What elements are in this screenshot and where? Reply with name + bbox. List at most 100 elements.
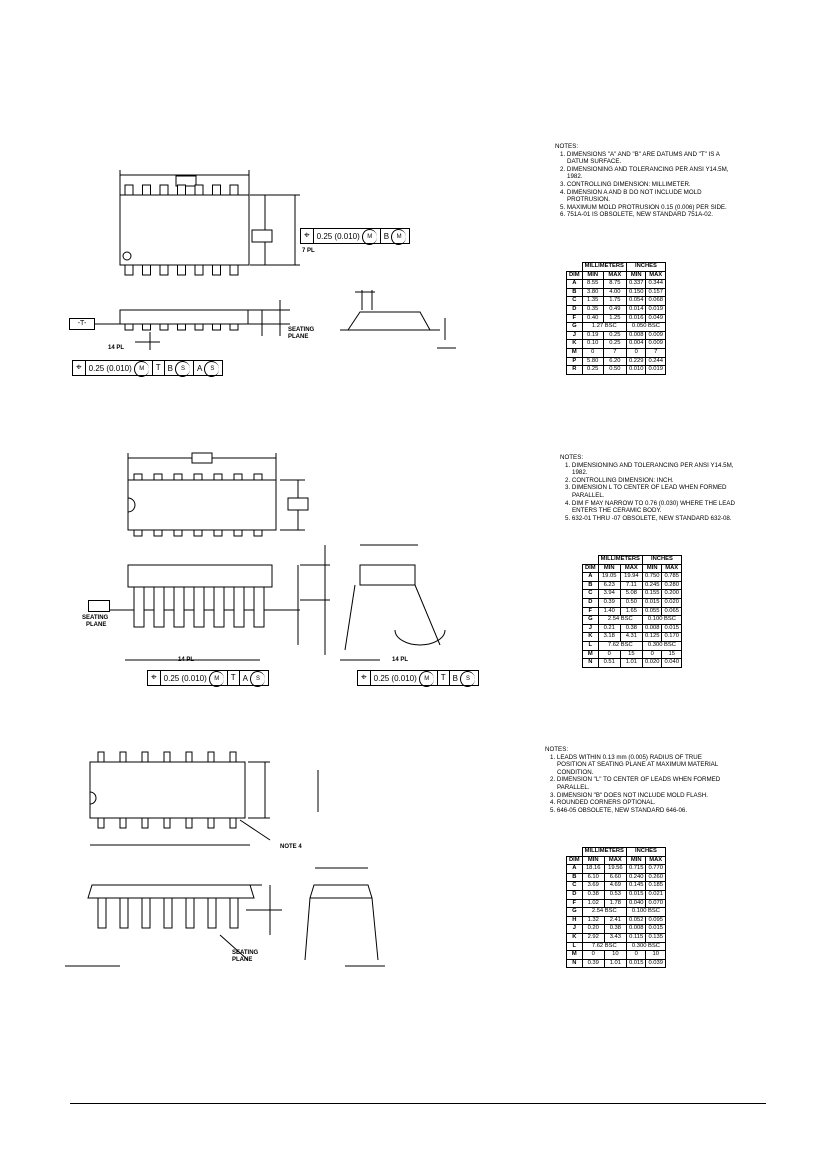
value-cell: 0.770 [645,864,666,874]
dim-cell: B [582,580,599,591]
plane-label: PLANE [86,622,107,628]
value-cell: 0 [625,347,647,358]
tol-value: 0.25 (0.010) [88,364,132,374]
note-item: 2. DIMENSIONING AND TOLERANCING PER ANSI… [560,165,729,181]
value-cell: 0.157 [645,287,666,298]
lead [212,264,221,276]
value-cell: 0.715 [625,864,647,874]
value-cell: 0.200 [661,589,682,599]
lead [173,473,183,481]
tol-modifier: S [250,671,266,687]
tol-modifier: M [418,671,434,687]
dim-cell: L [582,640,599,651]
value-cell: 0.49 [602,304,627,315]
datum-t: -T- [69,318,95,330]
tol-datum: T [438,671,450,685]
notes-section2: NOTES: 1. DIMENSIONING AND TOLERANCING P… [560,454,740,522]
value-cell: 0.150 [625,287,647,298]
value-cell: 0.100 BSC [625,907,666,917]
value-cell: 0.014 [625,304,647,315]
footer-rule [70,1103,766,1104]
column-header: MIN [641,563,663,574]
value-cell: 0.040 [625,898,647,909]
value-cell: 6.23 [597,580,621,591]
value-cell: 0.019 [645,304,666,315]
dim-cell: D [582,597,599,608]
value-cell: 0.145 [625,881,647,891]
tol-modifier: S [460,671,476,687]
lead [142,264,151,276]
lead [193,473,203,481]
value-cell: 2.54 BSC [581,907,627,917]
value-cell: 0.53 [603,889,627,900]
value-cell: 18.16 [581,864,605,874]
lead [253,473,263,481]
value-cell: 0.38 [581,889,605,900]
column-header: MIN [625,270,647,281]
value-cell: 1.75 [602,296,627,306]
lead [153,473,163,481]
value-cell: 1.32 [581,915,605,926]
dim-cell: A [566,279,583,289]
lead [159,184,169,196]
value-cell: 0.25 [581,365,604,375]
value-cell: 0.785 [661,572,682,582]
dim-cell: J [566,924,583,934]
lead [229,264,239,276]
value-cell: 0.229 [625,356,647,367]
value-cell: 0.38 [619,623,643,634]
lead [213,586,225,628]
value-cell: 8.75 [602,279,627,289]
lead [97,751,105,763]
lead [233,473,243,481]
note-item: 1. DIMENSIONS "A" AND "B" ARE DATUMS AND… [560,150,720,166]
value-cell: 7.11 [619,580,643,591]
value-cell: 0.260 [645,872,666,883]
value-cell: 0.016 [625,313,647,324]
value-cell: 1.27 BSC [581,322,627,332]
tol-value: 0.25 (0.010) [163,674,207,684]
value-cell: 0 [581,950,605,960]
dim-cell: G [582,615,599,625]
value-cell: 0.054 [625,296,647,306]
notes-title: NOTES: [560,454,584,461]
column-header: DIM [566,855,583,866]
column-header: MAX [603,855,627,866]
value-cell: 0.35 [581,304,604,315]
note-item: 4. DIM F MAY NARROW TO 0.76 (0.030) WHER… [565,499,735,515]
lead [133,586,145,628]
value-cell: 7.62 BSC [597,640,643,651]
value-cell: 0.20 [581,924,605,934]
note4-label: NOTE 4 [280,844,302,850]
value-cell: 10 [603,950,627,960]
value-cell: 0.750 [641,572,663,582]
seating-label: SEATING [288,327,315,333]
value-cell: 0.008 [641,623,663,634]
value-cell: 1.65 [619,606,643,617]
dim-cell: R [566,365,583,375]
plane-label: PLANE [288,334,309,340]
value-cell: 0.010 [625,365,647,375]
note-item: 5. 632-01 THRU -07 OBSOLETE, NEW STANDAR… [565,514,732,522]
seating-label: SEATING [82,615,109,621]
note-item: 5. 646-05 OBSOLETE, NEW STANDARD 646-06. [550,806,688,814]
value-cell: 6.10 [581,872,605,883]
value-cell: 0.50 [619,597,643,608]
value-cell: 0.020 [661,597,682,608]
lead [97,817,105,829]
note-item: 3. DIMENSION L TO CENTER OF LEAD WHEN FO… [565,484,727,499]
dim-cell: C [566,881,583,891]
value-cell: 0.39 [581,958,605,969]
value-cell: 0.015 [625,889,647,900]
lead [185,897,195,929]
value-cell: 15 [661,649,682,660]
